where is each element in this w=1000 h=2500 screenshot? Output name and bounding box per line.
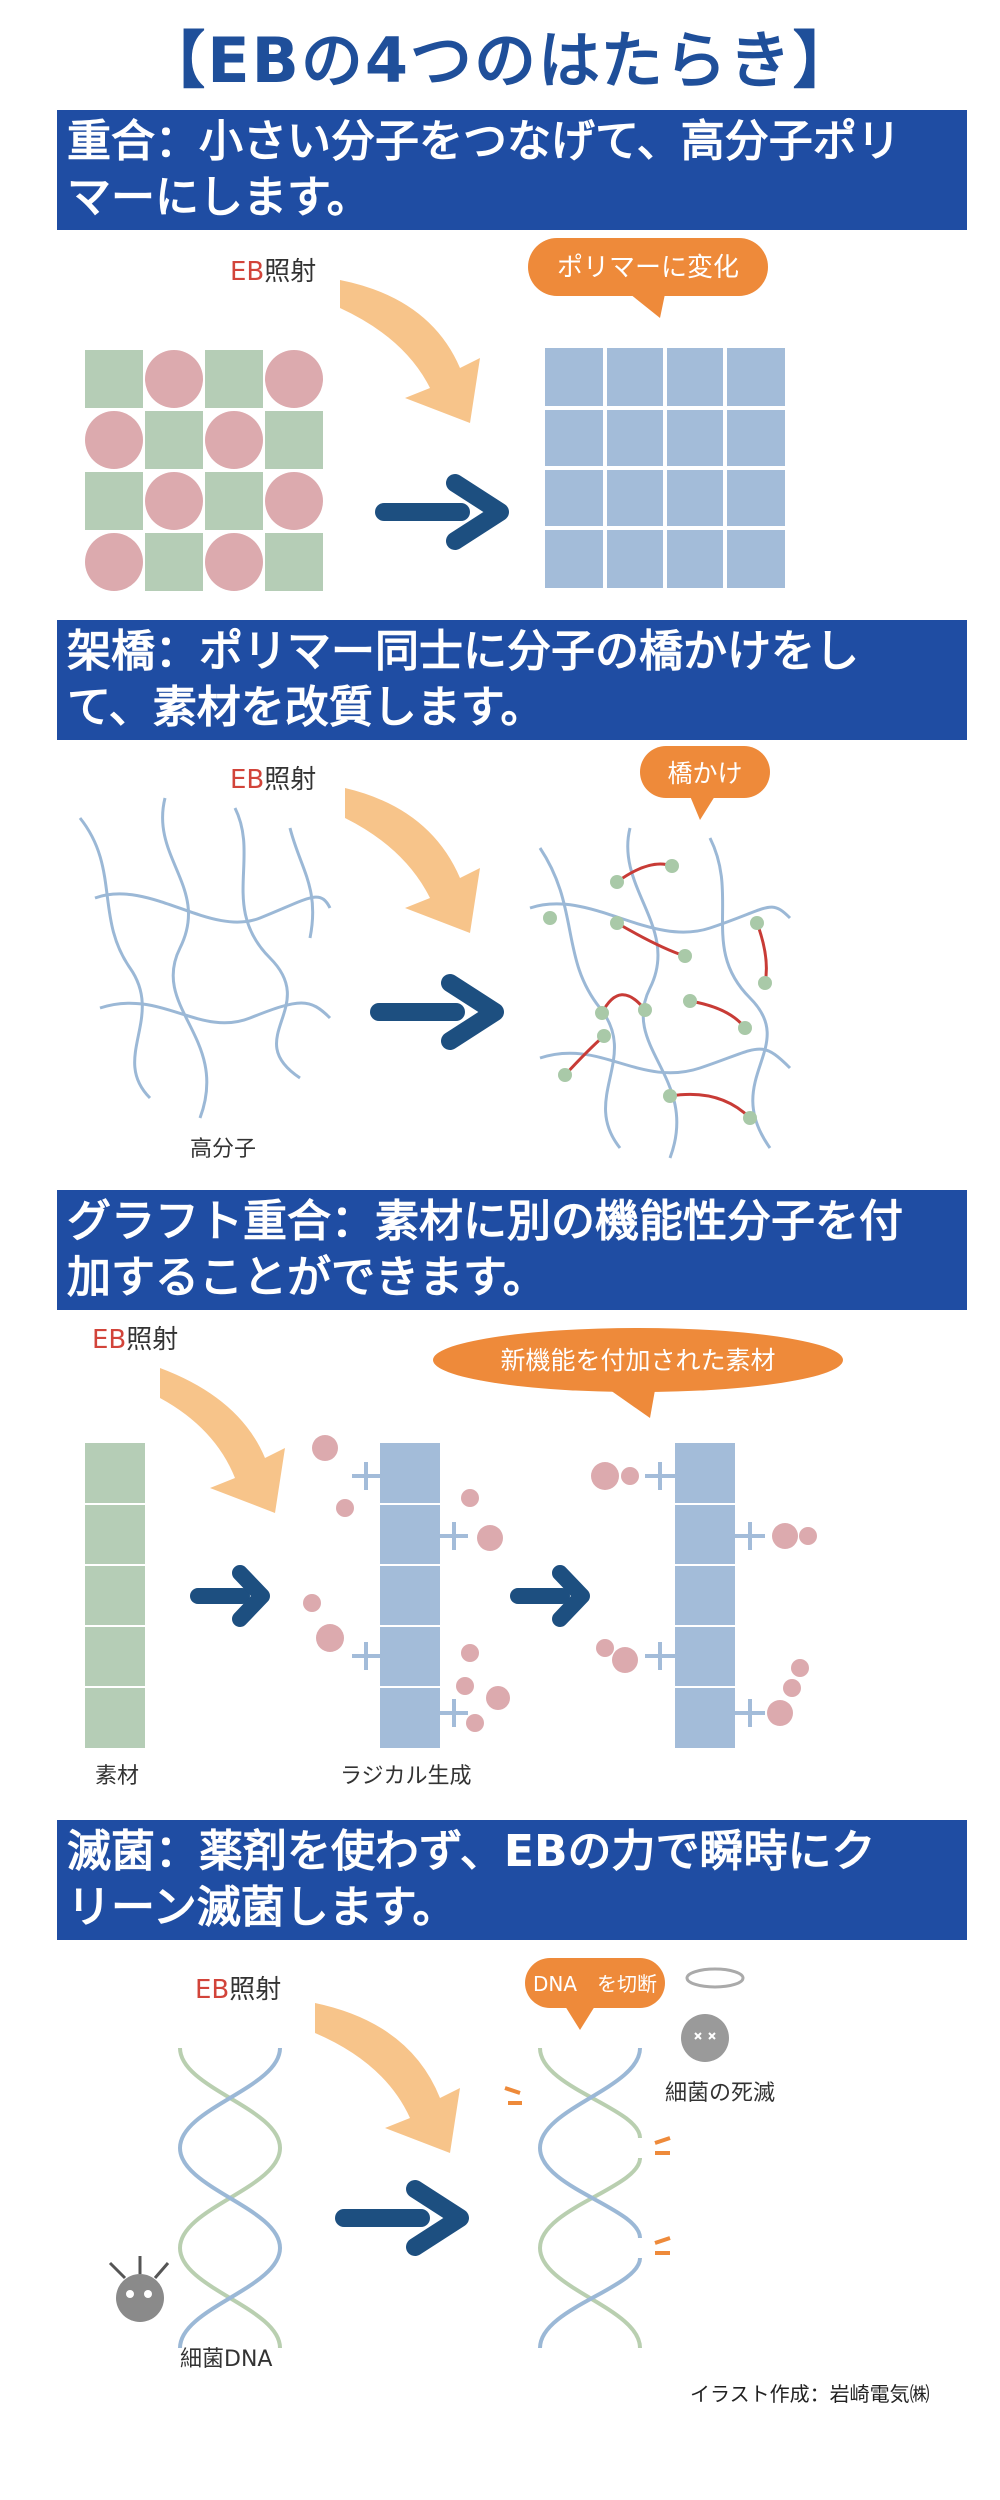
arrow-right-icon — [510, 1565, 590, 1627]
caption: 高分子 — [190, 1137, 256, 1162]
cut-marks — [504, 2086, 671, 2255]
eb-label: EB照射 — [92, 1325, 178, 1355]
eb-label: EB照射 — [230, 257, 316, 287]
credit: イラスト作成：岩崎電気㈱ — [690, 2382, 930, 2406]
polymer-strands — [78, 797, 332, 1119]
section-heading-polymerization: 重合：小さい分子をつなげて、高分子ポリ マーにします。 — [57, 110, 967, 230]
curved-arrow-icon — [340, 280, 480, 423]
cut-dna-helix — [537, 2047, 642, 2349]
heading-line: リーン滅菌します。 — [67, 1882, 457, 1933]
svg-text:新機能を付加された素材: 新機能を付加された素材 — [500, 1346, 775, 1375]
curved-arrow-icon — [345, 788, 480, 933]
section-heading-graft: グラフト重合：素材に別の機能性分子を付 加することができます。 — [57, 1190, 967, 1310]
curved-arrow-icon — [160, 1368, 285, 1513]
arrow-right-icon — [370, 974, 504, 1050]
monomer-grid — [85, 350, 323, 591]
dead-bacteria-icon — [681, 1967, 745, 2062]
crosslinked-strands — [529, 827, 792, 1159]
grafted-material — [591, 1443, 817, 1748]
sterilization-diagram: EB照射 DNA を切断 細菌DNA 細菌の死滅 — [108, 1958, 775, 2368]
polymer-grid — [545, 348, 785, 588]
caption: 素材 — [95, 1764, 139, 1789]
base-material — [85, 1443, 145, 1748]
page-title: 【EBの4つのはたらき】 — [143, 24, 857, 97]
caption: 細菌DNA — [180, 2347, 272, 2368]
arrow-right-icon — [375, 474, 509, 550]
eb-label: EB照射 — [230, 765, 316, 795]
section-heading-sterilization: 滅菌：薬剤を使わず、EBの力で瞬時にク リーン滅菌します。 — [57, 1820, 967, 1940]
bacteria-icon — [108, 2256, 170, 2322]
graft-diagram: EB照射 新機能を付加された素材 素材 ラジカル生成 — [85, 1325, 843, 1789]
heading-line: 滅菌：薬剤を使わず、EBの力で瞬時にク — [67, 1826, 876, 1877]
section-heading-crosslinking: 架橋：ポリマー同士に分子の橋かけをし て、素材を改質します。 — [57, 620, 967, 740]
arrow-right-icon — [190, 1565, 270, 1627]
svg-text:ポリマーに変化: ポリマーに変化 — [557, 253, 739, 283]
heading-line: グラフト重合：素材に別の機能性分子を付 — [67, 1196, 903, 1247]
dna-helix — [177, 2047, 283, 2349]
polymerization-diagram: EB照射 ポリマーに変化 — [85, 238, 785, 591]
speech-bubble: 橋かけ — [640, 746, 770, 820]
speech-bubble: ポリマーに変化 — [528, 238, 768, 318]
svg-text:DNA を切断: DNA を切断 — [533, 1972, 657, 1996]
speech-bubble: DNA を切断 — [525, 1958, 665, 2030]
caption: 細菌の死滅 — [665, 2081, 775, 2106]
radical-material — [303, 1435, 510, 1748]
arrow-right-icon — [335, 2180, 469, 2256]
curved-arrow-icon — [315, 2003, 460, 2153]
heading-line: 架橋：ポリマー同士に分子の橋かけをし — [67, 626, 859, 677]
eb-label: EB照射 — [195, 1975, 281, 2005]
heading-line: 重合：小さい分子をつなげて、高分子ポリ — [67, 116, 901, 167]
heading-line: て、素材を改質します。 — [67, 682, 545, 733]
heading-line: マーにします。 — [67, 172, 371, 223]
crosslinking-diagram: EB照射 橋かけ 高分子 — [78, 746, 792, 1162]
heading-line: 加することができます。 — [67, 1252, 547, 1303]
svg-text:橋かけ: 橋かけ — [667, 759, 742, 788]
speech-bubble: 新機能を付加された素材 — [433, 1328, 843, 1418]
crosslink-nodes — [543, 859, 772, 1125]
caption: ラジカル生成 — [340, 1764, 472, 1789]
